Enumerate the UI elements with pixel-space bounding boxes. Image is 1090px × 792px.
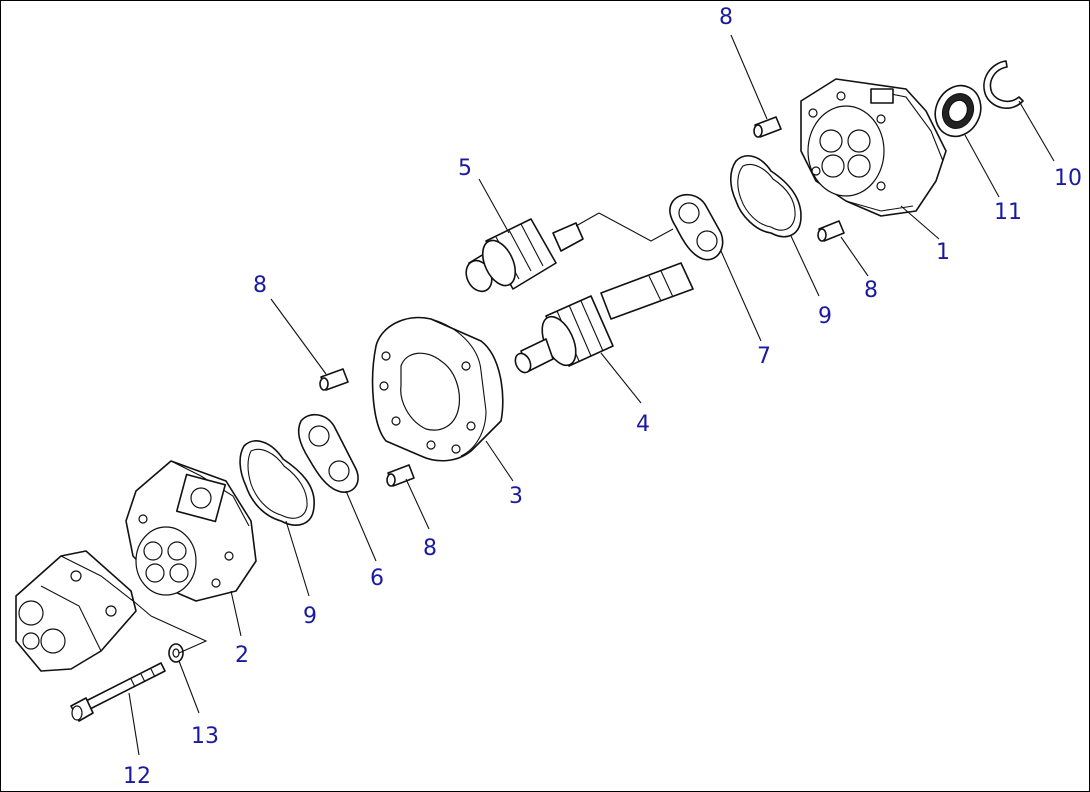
part-1-front-cover: [800, 78, 947, 217]
part-4-drive-gear: [514, 262, 694, 374]
part-3-gear-case: [371, 316, 504, 462]
part-11-oil-seal: [934, 84, 982, 138]
callout-13: 13: [191, 724, 219, 749]
dowel-pin-upper-right: [817, 220, 845, 242]
leader-lines: [128, 34, 1055, 756]
callout-9-lower: 9: [303, 604, 317, 629]
attached-pump-unit: [15, 550, 152, 672]
callout-8-lower: 8: [423, 536, 437, 561]
dowel-pin-middle: [319, 368, 349, 391]
callout-4: 4: [636, 412, 650, 437]
callout-8-left: 8: [253, 273, 267, 298]
part-7-side-plate: [669, 193, 724, 261]
part-2-rear-cover: [125, 460, 257, 602]
part-9-gasket-upper: [729, 155, 802, 238]
callout-7: 7: [757, 344, 771, 369]
callout-8-right: 8: [864, 278, 878, 303]
callout-5: 5: [458, 156, 472, 181]
callout-2: 2: [235, 643, 249, 668]
callout-9-upper: 9: [818, 304, 832, 329]
callout-labels: 8 5 10 11 1 8 9 7 8 4 3 8 6 9 2 13 12: [123, 5, 1082, 789]
callout-10: 10: [1054, 166, 1082, 191]
callout-3: 3: [509, 484, 523, 509]
part-10-snap-ring: [983, 60, 1024, 109]
callout-11: 11: [994, 200, 1022, 225]
part-6-side-plate: [297, 413, 359, 493]
part-12-bolt: [70, 662, 166, 722]
part-13-washer: [168, 643, 184, 663]
part-5-driven-gear: [465, 212, 600, 293]
callout-8-top: 8: [719, 5, 733, 30]
dowel-pin-lower: [386, 464, 415, 487]
callout-1: 1: [936, 240, 950, 265]
callout-12: 12: [123, 764, 151, 789]
part-9-gasket-lower: [239, 440, 315, 526]
callout-6: 6: [370, 566, 384, 591]
assembly-guide-lines: [150, 212, 674, 654]
dowel-pin-upper-left: [753, 116, 782, 138]
